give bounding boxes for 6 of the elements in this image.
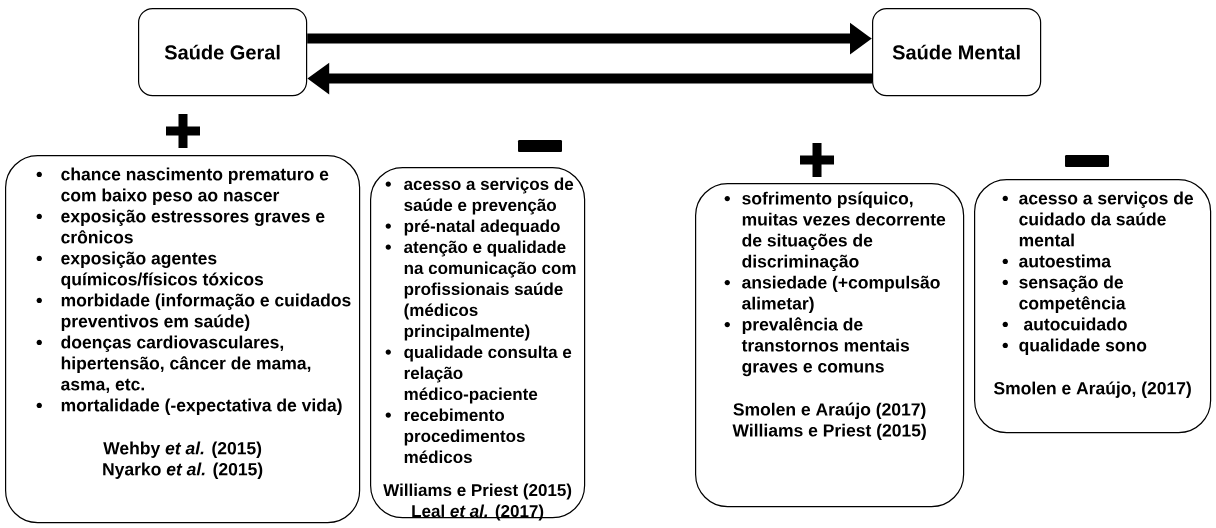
list-box: acesso a serviços de cuidado da saúde mental autoestima sensação de competência autocuidado qualidade sono Smolen e Araújo, (2017) (974, 179, 1212, 434)
list-box: acesso a serviços de saúde e prevenção pré-natal adequado atenção e qualidade na comunicação com profissionais saúde (médicos principalmente) qualidade consulta e relação médico-paciente recebimento procedimentos médicos Williams e Priest (2015) Leal et al. (2017) (370, 167, 586, 521)
list-box: sofrimento psíquico, muitas vezes decorrente de situações de discriminação ansiedade (+compulsão alimetar) prevalência de transtornos mentais graves e comuns Smolen e Araújo (2017) Williams e Priest (2015) (695, 183, 965, 508)
list-box: chance nascimento prematuro e com baixo peso ao nascer exposição estressores graves e crônicos exposição agentes químicos/físicos tóxicos morbidade (informação e cuidados preventivos em saúde) doenças cardiovasculares, hipertensão, câncer de mama, asma, etc. mortalidade (-expectativa de vida) Wehby et al. (2015) Nyarko et al. (2015) (5, 155, 361, 524)
concept-box: Saúde Geral (138, 8, 308, 97)
concept-box: Saúde Mental (872, 8, 1042, 97)
